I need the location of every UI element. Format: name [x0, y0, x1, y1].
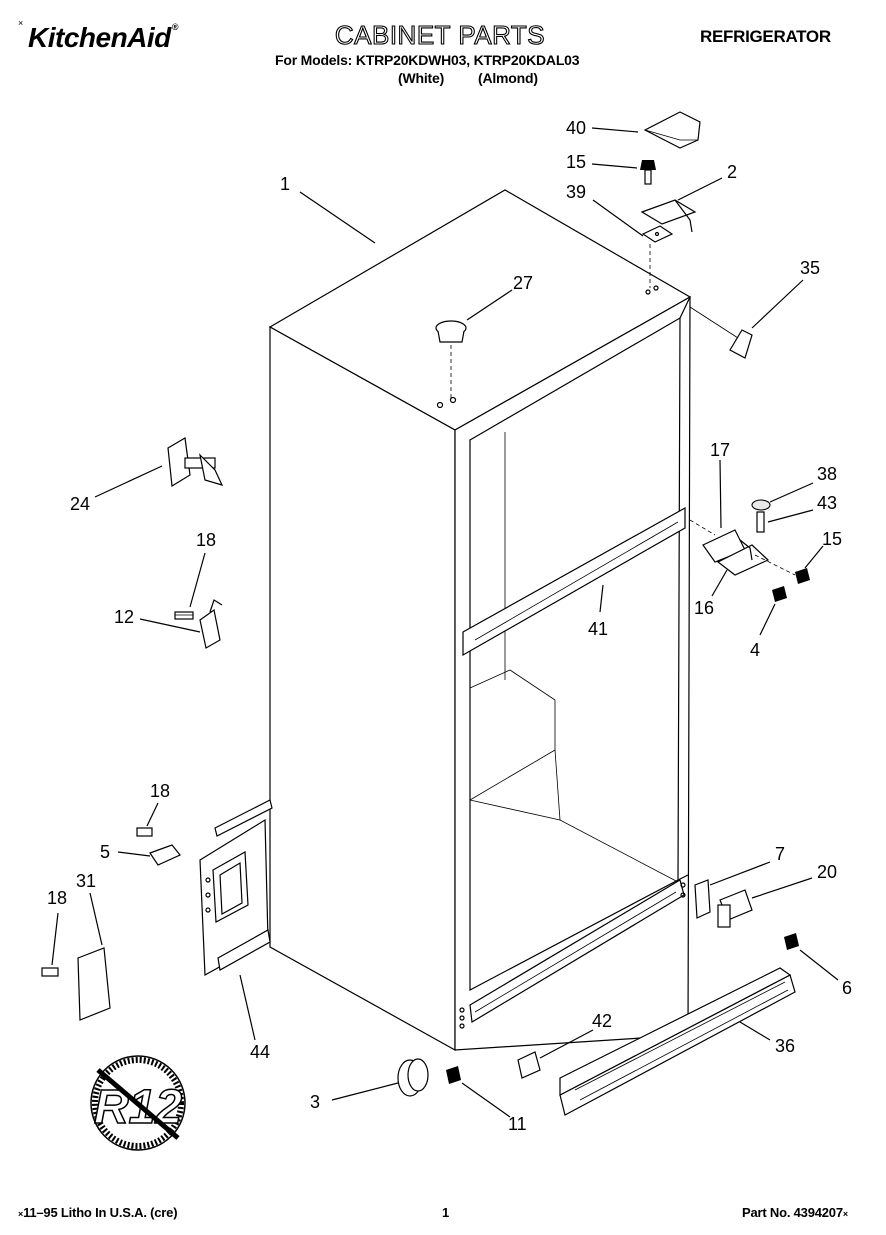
- leader-39: [592, 199, 644, 237]
- callout-5: 5: [100, 842, 110, 862]
- callout-12: 12: [114, 607, 134, 627]
- callout-35: 35: [800, 258, 820, 278]
- footer-right: Part No. 4394207×: [742, 1205, 848, 1220]
- leader-18-mid: [146, 802, 159, 827]
- leader-40: [591, 127, 639, 133]
- bottom-hinge-assembly: [694, 879, 799, 950]
- callout-20: 20: [817, 862, 837, 882]
- top-hinge-part: [640, 199, 697, 233]
- callout-numbers: 1 40 15 2 39 35 27 24 18 12 17 38 43 15 …: [47, 118, 852, 1134]
- leader-12: [139, 618, 201, 633]
- brand-name: KitchenAid: [28, 22, 171, 53]
- hinge-shim-part: [641, 225, 674, 288]
- leader-1: [299, 191, 376, 244]
- grille-part: [559, 967, 796, 1116]
- callout-36: 36: [775, 1036, 795, 1056]
- models-line: For Models: KTRP20KDWH03, KTRP20KDAL03: [275, 52, 580, 68]
- callout-17: 17: [710, 440, 730, 460]
- screw-top-part: [640, 160, 656, 185]
- model-variants: (White) (Almond): [398, 70, 538, 86]
- footer-print-info: 11–95 Litho In U.S.A. (cre): [23, 1205, 178, 1220]
- side-panel-part: [41, 947, 111, 1021]
- leader-11: [461, 1082, 511, 1118]
- callout-40: 40: [566, 118, 586, 138]
- leader-5: [117, 851, 151, 857]
- leader-44: [239, 974, 256, 1041]
- leader-lines: [51, 127, 839, 1118]
- leader-15-right: [804, 545, 824, 569]
- clip-part: [136, 827, 181, 866]
- grille-clip-part: [517, 1051, 541, 1079]
- leader-41: [599, 584, 604, 613]
- callout-39: 39: [566, 182, 586, 202]
- leader-38: [769, 482, 814, 503]
- callout-16: 16: [694, 598, 714, 618]
- leader-4: [759, 603, 776, 636]
- leader-15-top: [591, 163, 638, 169]
- top-plug-part: [435, 320, 467, 398]
- callout-6: 6: [842, 978, 852, 998]
- right-hinge-assembly: [689, 499, 810, 602]
- callout-24: 24: [70, 494, 90, 514]
- leader-18-lower: [51, 912, 59, 966]
- r12-badge-text: R12: [94, 1081, 182, 1134]
- callout-44: 44: [250, 1042, 270, 1062]
- callout-38: 38: [817, 464, 837, 484]
- footer-left: ×11–95 Litho In U.S.A. (cre): [18, 1205, 178, 1220]
- leader-43: [767, 509, 814, 523]
- leader-6: [799, 949, 839, 981]
- callout-7: 7: [775, 844, 785, 864]
- callout-41: 41: [588, 619, 608, 639]
- variant-white: (White): [398, 70, 445, 86]
- leader-17: [719, 459, 722, 529]
- leader-42: [539, 1029, 594, 1059]
- callout-18-mid: 18: [150, 781, 170, 801]
- footer-left-mark: ×: [18, 1209, 24, 1219]
- leader-24: [94, 465, 163, 498]
- hinge-cover-part: [643, 111, 701, 149]
- brand-registered-mark: ®: [171, 22, 179, 32]
- footer-right-mark: ×: [842, 1209, 848, 1219]
- left-lower-bracket-part: [199, 799, 273, 976]
- leader-20: [751, 877, 813, 899]
- callout-42: 42: [592, 1011, 612, 1031]
- left-bracket-part: [174, 599, 223, 649]
- leader-27: [466, 289, 513, 321]
- callout-18-upper: 18: [196, 530, 216, 550]
- page-number: 1: [442, 1205, 450, 1220]
- leader-31: [89, 892, 103, 946]
- leader-16: [711, 569, 728, 597]
- callout-2: 2: [727, 162, 737, 182]
- door-stop-part: [167, 437, 224, 488]
- leader-7: [709, 861, 771, 886]
- r12-prohibited-badge: R12: [90, 1055, 186, 1151]
- callout-27: 27: [513, 273, 533, 293]
- callout-43: 43: [817, 493, 837, 513]
- callout-1: 1: [280, 174, 290, 194]
- callout-18-lower: 18: [47, 888, 67, 908]
- corner-mark: ×: [18, 18, 24, 28]
- brand-logo: KitchenAid®: [28, 22, 178, 54]
- callout-15-top: 15: [566, 152, 586, 172]
- variant-almond: (Almond): [478, 70, 538, 86]
- callout-4: 4: [750, 640, 760, 660]
- callout-31: 31: [76, 871, 96, 891]
- roller-part: [397, 1058, 461, 1097]
- cabinet-body: [268, 189, 692, 1052]
- callout-3: 3: [310, 1092, 320, 1112]
- leader-18-upper: [189, 552, 206, 608]
- callout-15-right: 15: [822, 529, 842, 549]
- leader-35: [751, 279, 804, 329]
- callout-11: 11: [508, 1114, 527, 1134]
- leader-36: [739, 1021, 771, 1041]
- trim-end-part: [689, 306, 753, 359]
- part-number: Part No. 4394207: [742, 1205, 843, 1220]
- page-title: CABINET PARTS: [334, 19, 546, 50]
- category-label: REFRIGERATOR: [700, 27, 831, 46]
- leader-2: [677, 177, 723, 201]
- leader-3: [331, 1082, 399, 1101]
